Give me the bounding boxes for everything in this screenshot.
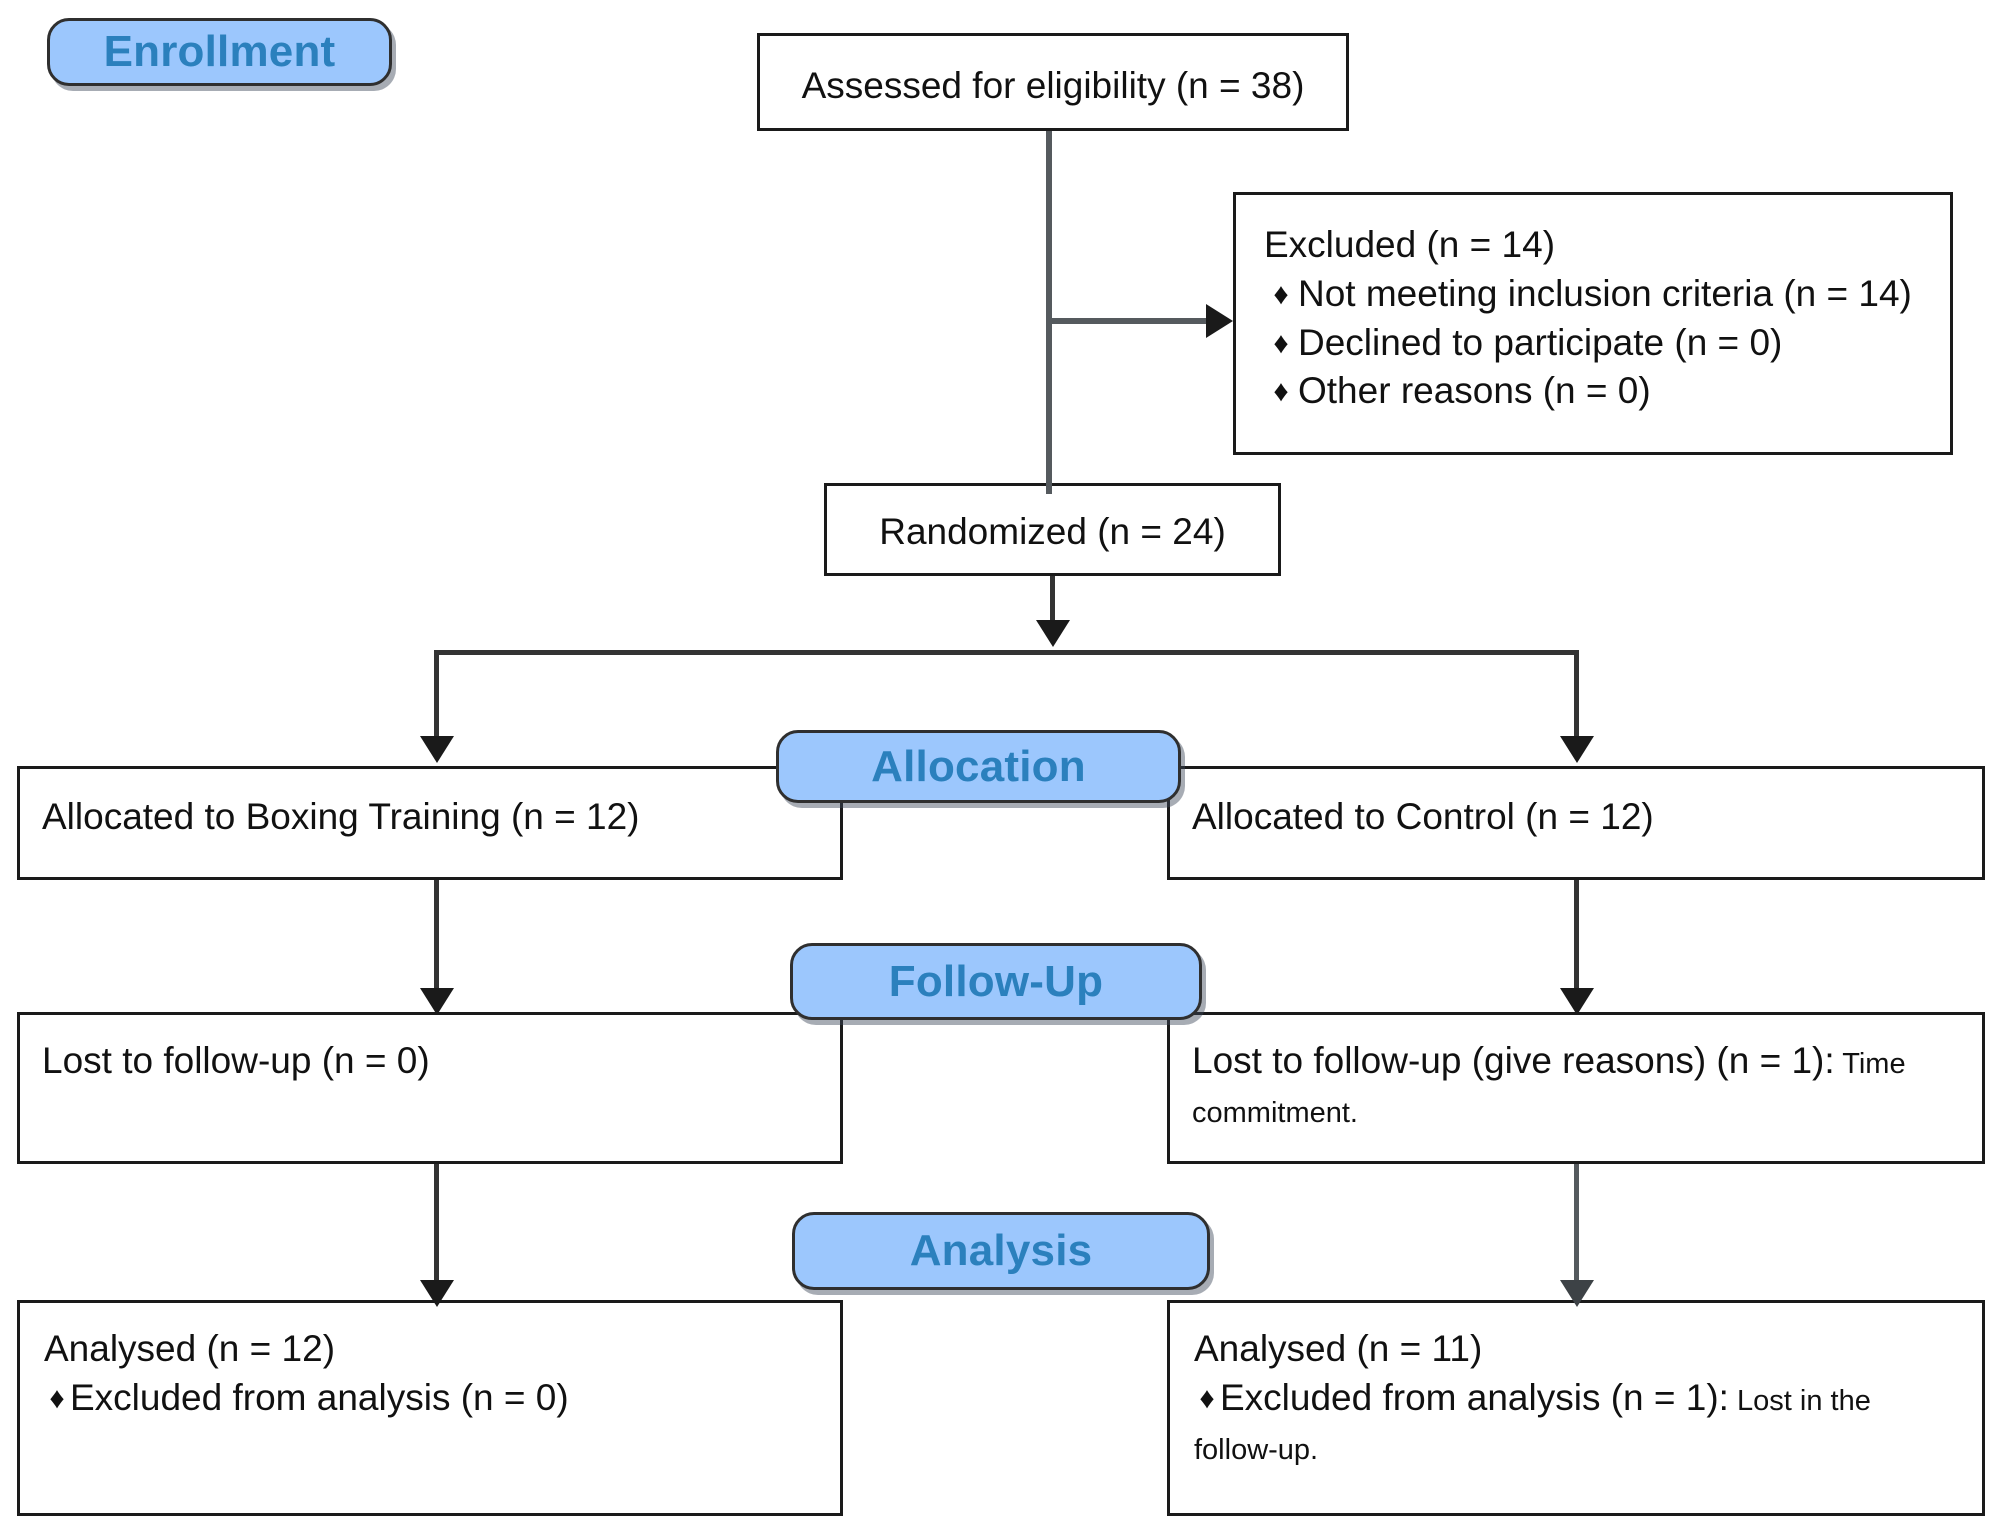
connector-assessed-to-excluded-arrowhead: [1206, 304, 1233, 338]
connector-followup-to-analysis-right: [1574, 1164, 1579, 1284]
allocated-right-text: Allocated to Control (n = 12): [1192, 796, 1654, 837]
analysis-right-heading: Analysed (n = 11): [1194, 1328, 1483, 1369]
diamond-bullet-icon: ♦: [1273, 277, 1289, 311]
connector-followup-to-analysis-left-arrowhead: [420, 1280, 454, 1307]
box-allocated-control: Allocated to Control (n = 12): [1167, 766, 1985, 880]
excluded-heading: Excluded (n = 14): [1264, 224, 1556, 265]
followup-right-reason: Time commitment.: [1192, 1048, 1906, 1129]
assessed-text: Assessed for eligibility (n = 38): [801, 65, 1305, 106]
stage-badge-allocation: Allocation: [776, 730, 1181, 803]
connector-split-left-arrowhead: [420, 736, 454, 763]
stage-badge-analysis-label: Analysis: [909, 1226, 1093, 1275]
excluded-item-2-label: Other reasons (n = 0): [1298, 370, 1651, 412]
connector-split-right-branch: [1574, 650, 1579, 740]
excluded-item-0-label: Not meeting inclusion criteria (n = 14): [1298, 272, 1912, 314]
stage-badge-followup: Follow-Up: [790, 943, 1202, 1020]
stage-badge-analysis: Analysis: [792, 1212, 1210, 1290]
analysis-left-item: ♦Excluded from analysis (n = 0): [44, 1374, 816, 1423]
randomized-text: Randomized (n = 24): [879, 511, 1226, 552]
connector-allocation-to-followup-right-arrowhead: [1560, 988, 1594, 1015]
followup-right-text: Lost to follow-up (give reasons) (n = 1)…: [1192, 1040, 1835, 1081]
stage-badge-allocation-label: Allocation: [871, 741, 1086, 791]
box-assessed-for-eligibility: Assessed for eligibility (n = 38): [757, 33, 1349, 131]
diamond-bullet-icon: ♦: [1273, 326, 1289, 360]
connector-randomized-stem: [1050, 576, 1055, 624]
box-lost-to-followup-left: Lost to follow-up (n = 0): [17, 1012, 843, 1164]
connector-allocation-to-followup-left-arrowhead: [420, 988, 454, 1015]
connector-followup-to-analysis-left: [434, 1164, 439, 1284]
followup-left-text: Lost to follow-up (n = 0): [42, 1040, 430, 1081]
stage-badge-followup-label: Follow-Up: [888, 956, 1104, 1006]
analysis-right-item: ♦Excluded from analysis (n = 1): Lost in…: [1194, 1374, 1958, 1472]
box-randomized: Randomized (n = 24): [824, 483, 1281, 576]
analysis-right-reason: Lost in the follow-up.: [1194, 1384, 1871, 1466]
connector-split-left-branch: [434, 650, 439, 740]
box-analysed-left: Analysed (n = 12) ♦Excluded from analysi…: [17, 1300, 843, 1516]
connector-allocation-to-followup-left: [434, 880, 439, 992]
diamond-bullet-icon: ♦: [49, 1381, 65, 1415]
allocated-left-text: Allocated to Boxing Training (n = 12): [42, 796, 640, 837]
analysis-right-item-label: Excluded from analysis (n = 1):: [1220, 1376, 1729, 1418]
box-analysed-right: Analysed (n = 11) ♦Excluded from analysi…: [1167, 1300, 1985, 1516]
connector-followup-to-analysis-right-arrowhead: [1560, 1280, 1594, 1307]
excluded-item-2: ♦ Other reasons (n = 0): [1264, 367, 1924, 416]
diamond-bullet-icon: ♦: [1273, 375, 1289, 409]
connector-assessed-to-randomized: [1046, 131, 1052, 494]
excluded-item-0: ♦ Not meeting inclusion criteria (n = 14): [1264, 270, 1924, 319]
stage-badge-enrollment: Enrollment: [47, 18, 392, 86]
excluded-item-1-label: Declined to participate (n = 0): [1298, 321, 1783, 363]
connector-randomized-stem-arrowhead: [1036, 620, 1070, 647]
diamond-bullet-icon: ♦: [1199, 1381, 1215, 1415]
excluded-item-1: ♦ Declined to participate (n = 0): [1264, 319, 1924, 368]
box-excluded: Excluded (n = 14) ♦ Not meeting inclusion…: [1233, 192, 1953, 455]
connector-split-bar: [434, 650, 1579, 655]
box-allocated-boxing-training: Allocated to Boxing Training (n = 12): [17, 766, 843, 880]
connector-assessed-to-excluded-line: [1046, 318, 1212, 324]
stage-badge-enrollment-label: Enrollment: [103, 27, 336, 76]
analysis-left-item-label: Excluded from analysis (n = 0): [70, 1376, 569, 1418]
connector-allocation-to-followup-right: [1574, 880, 1579, 992]
connector-split-right-arrowhead: [1560, 736, 1594, 763]
analysis-left-heading: Analysed (n = 12): [44, 1328, 336, 1369]
box-lost-to-followup-right: Lost to follow-up (give reasons) (n = 1)…: [1167, 1012, 1985, 1164]
